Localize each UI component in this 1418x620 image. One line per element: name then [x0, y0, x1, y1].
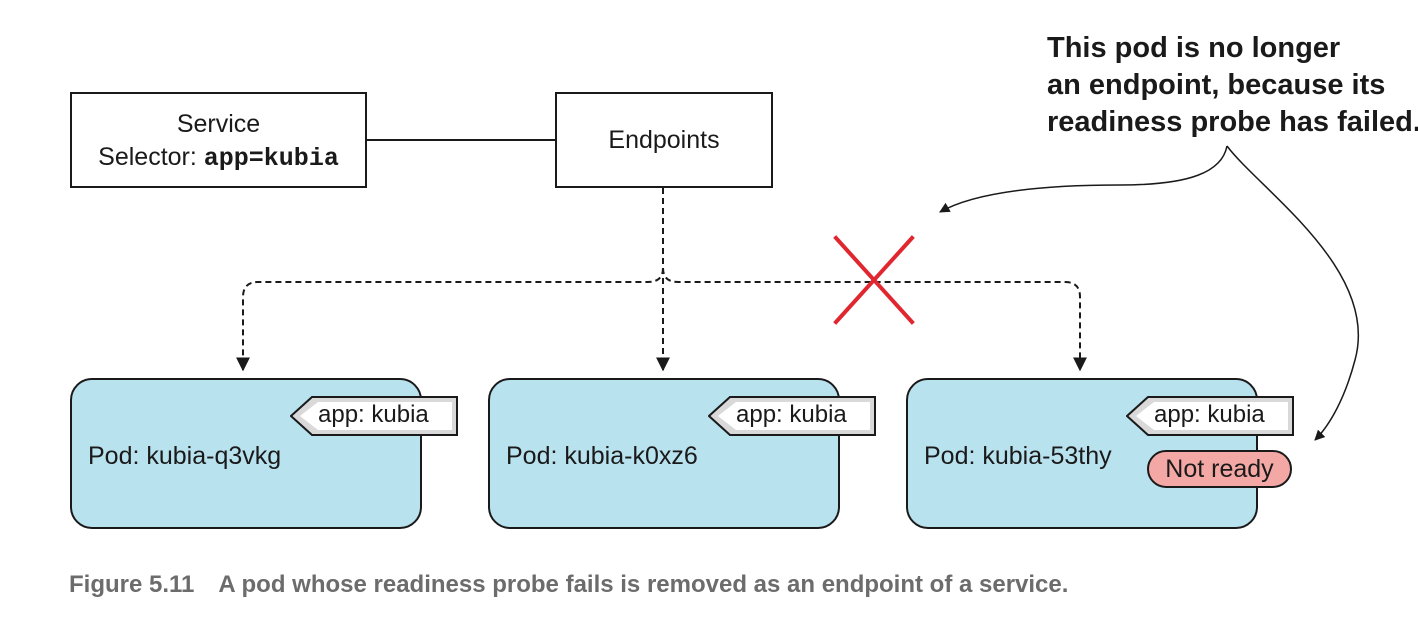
endpoints-box: Endpoints	[555, 92, 773, 188]
callout-line: an endpoint, because its	[1047, 69, 1386, 101]
pod-card: app: kubia Pod: kubia-k0xz6	[488, 378, 876, 529]
figure-caption: Figure 5.11 A pod whose readiness probe f…	[69, 571, 1068, 599]
figure-caption-text: A pod whose readiness probe fails is rem…	[218, 571, 1069, 598]
figure-number: Figure 5.11	[69, 571, 195, 598]
callout-arrow-to-pod	[1226, 145, 1360, 441]
dashed-branch-left	[236, 267, 664, 372]
label-tag-icon	[1126, 396, 1294, 436]
callout-text: This pod is no longer an endpoint, becau…	[1047, 30, 1418, 141]
dashed-branch-right	[662, 267, 1087, 372]
selector-value: app=kubia	[203, 144, 339, 173]
removed-cross-icon	[833, 235, 915, 325]
pod-name: Pod: kubia-q3vkg	[88, 442, 282, 470]
callout-line: readiness probe has failed.	[1047, 106, 1418, 138]
service-selector: Selector: app=kubia	[72, 141, 365, 175]
label-tag-icon	[708, 396, 876, 436]
callout-arrow-to-link	[939, 145, 1228, 213]
endpoints-label: Endpoints	[608, 125, 720, 154]
callout-line: This pod is no longer	[1047, 32, 1341, 64]
pod-name: Pod: kubia-k0xz6	[506, 442, 698, 470]
pod-label-text: app: kubia	[318, 401, 429, 428]
pod-label-tag: app: kubia	[708, 396, 876, 436]
label-tag-icon	[290, 396, 458, 436]
service-box: Service Selector: app=kubia	[70, 92, 367, 188]
pod-card: app: kubia Pod: kubia-53thy	[906, 378, 1294, 529]
pod-label-text: app: kubia	[1154, 401, 1265, 428]
not-ready-badge: Not ready	[1147, 450, 1292, 488]
pod-label-text: app: kubia	[736, 401, 847, 428]
pod-card: app: kubia Pod: kubia-q3vkg	[70, 378, 458, 529]
service-title: Service	[176, 110, 261, 138]
pod-label-tag: app: kubia	[290, 396, 458, 436]
selector-label: Selector:	[98, 143, 197, 171]
pod-name: Pod: kubia-53thy	[924, 442, 1112, 470]
pod-label-tag: app: kubia	[1126, 396, 1294, 436]
